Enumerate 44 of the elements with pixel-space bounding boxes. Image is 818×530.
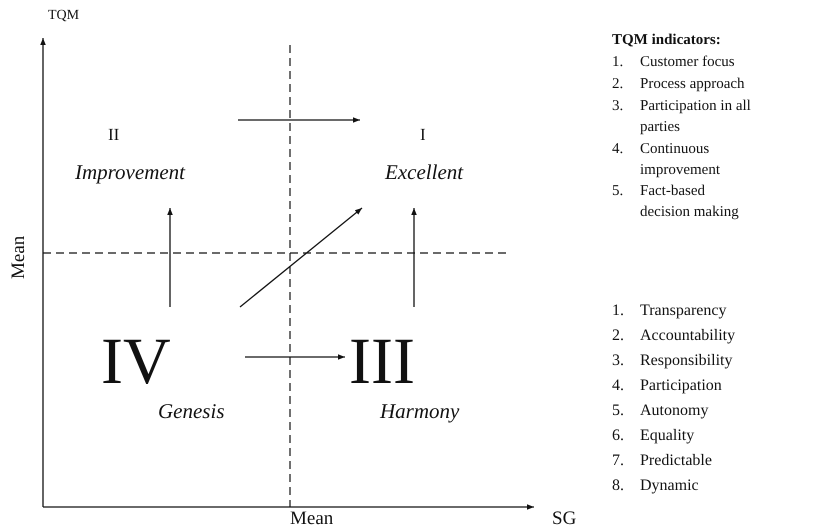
quadrant-name: Genesis [158,401,224,422]
list-number: 4. [612,376,624,396]
list-item: Predictable [640,451,712,471]
list-number: 6. [612,426,624,446]
quadrant-name: Improvement [75,162,186,183]
list-item: Continuous improvement [640,140,721,180]
list-number: 5. [612,182,624,201]
list-item: Dynamic [640,476,699,496]
axis-label: Mean [8,236,29,279]
quadrant-numeral: II [108,126,120,143]
arrow [245,354,345,360]
list-item: Process approach [640,75,745,94]
list-number: 8. [612,476,624,496]
arrow [167,208,173,307]
quadrant-numeral: III [349,329,415,395]
arrow [411,208,417,307]
list-heading: TQM indicators: [612,31,721,50]
quadrant-numeral: IV [101,329,171,395]
list-number: 3. [612,97,624,116]
quadrant-name: Excellent [385,162,464,183]
arrow [240,208,362,308]
list-item: Responsibility [640,351,732,371]
list-item: Participation in all parties [640,97,752,137]
list-number: 1. [612,53,624,72]
axis-label: Mean [290,508,334,529]
list-number: 2. [612,75,624,94]
list-item: Equality [640,426,694,446]
quadrant-numeral: I [420,126,426,143]
quadrant-name: Harmony [380,401,460,422]
axis-title: SG [552,508,576,529]
arrow [238,117,360,123]
list-number: 3. [612,351,624,371]
list-number: 2. [612,326,624,346]
list-item: Fact-based decision making [640,182,740,222]
list-number: 4. [612,140,624,159]
axis-title: TQM [48,7,80,25]
list-number: 7. [612,451,624,471]
list-item: Autonomy [640,401,708,421]
list-item: Accountability [640,326,736,346]
list-item: Customer focus [640,53,735,72]
list-number: 1. [612,301,624,321]
list-item: Transparency [640,301,726,321]
list-number: 5. [612,401,624,421]
list-item: Participation [640,376,722,396]
